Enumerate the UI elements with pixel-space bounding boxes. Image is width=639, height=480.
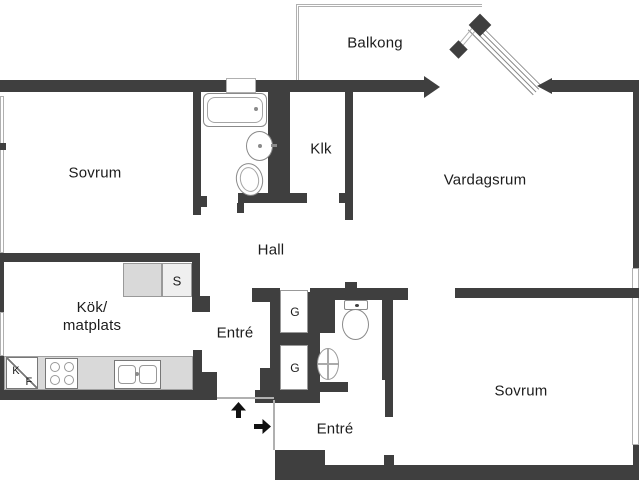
wall-wc-right	[382, 288, 393, 380]
bathtub-drain	[254, 107, 258, 111]
window-bathroom	[226, 78, 256, 93]
room-label-bedroom-bottom: Sovrum	[494, 382, 548, 400]
door-jamb-bath	[237, 203, 244, 213]
bathtub	[203, 93, 267, 127]
wall-wc-bottom	[312, 382, 348, 392]
wall-top-right	[551, 80, 639, 92]
wall-entry-step2	[193, 372, 217, 400]
kitchen-cabinet	[123, 263, 162, 297]
wall-klk-right	[345, 92, 353, 220]
wall-wc-corner-block	[320, 292, 335, 333]
wall-bath-column	[268, 82, 290, 203]
window-left-lower	[0, 312, 4, 356]
door-jamb-bedroom1	[201, 196, 207, 207]
entry-arrow-up-icon	[231, 402, 246, 418]
door-jamb-wc-right	[385, 380, 393, 417]
wall-wardrobe-left	[270, 292, 280, 403]
room-label-entry-inner: Entré	[216, 324, 254, 342]
wall-kitchen-top	[0, 253, 200, 262]
kitchen-sink	[114, 360, 161, 389]
wall-bedroom1-right	[193, 92, 201, 215]
stove	[45, 358, 78, 389]
room-label-kitchen-line1: Kök/	[76, 299, 108, 316]
bathroom-toilet-seat	[237, 165, 262, 194]
stove-burner	[50, 375, 60, 385]
wall-kitchen-bottom	[0, 390, 217, 400]
stove-burner	[50, 362, 60, 372]
room-label-bedroom-top: Sovrum	[68, 164, 122, 182]
wall-bottom-step	[275, 450, 325, 466]
wall-wc-left	[308, 292, 320, 392]
bathroom-sink-drain	[258, 144, 262, 148]
entry-door-line	[273, 400, 275, 450]
wall-top-left	[0, 80, 424, 92]
room-label-entry-outer: Entré	[316, 420, 354, 438]
wall-right-upper	[633, 92, 639, 268]
pantry-cabinet	[162, 263, 192, 297]
window-left-tick	[0, 143, 6, 150]
entry-threshold-line	[217, 397, 274, 399]
wall-shaft-bump	[345, 282, 357, 288]
stove-burner	[64, 375, 74, 385]
bathroom-sink-tap	[271, 144, 277, 147]
sink-basin	[139, 365, 157, 384]
wall-left-mid	[0, 253, 4, 312]
wall-wardrobe-separator	[280, 333, 310, 345]
room-label-kitchen-line2: matplats	[62, 317, 122, 334]
room-label-closet: Klk	[310, 140, 332, 158]
label-wardrobe-2: G	[290, 361, 300, 375]
room-label-hall: Hall	[257, 241, 285, 259]
wall-kitchen-right-foot	[192, 296, 210, 312]
label-pantry: S	[172, 273, 182, 289]
stove-burner	[64, 362, 74, 372]
door-jamb-klk	[339, 193, 345, 203]
sink-basin	[118, 365, 136, 384]
label-wardrobe-1: G	[290, 305, 300, 319]
sink-tap	[135, 372, 139, 376]
wall-wardrobe-bottom	[280, 390, 320, 403]
wc-sink	[317, 348, 339, 380]
room-label-kitchen: Kök/ matplats	[63, 299, 121, 335]
wardrobe-1	[280, 290, 308, 333]
wall-bottom	[275, 465, 639, 480]
wall-wardrobe-left-step	[260, 368, 270, 403]
room-label-balcony: Balkong	[347, 34, 403, 52]
wall-right-lower	[633, 445, 639, 480]
bathroom-sink	[246, 131, 273, 161]
wardrobe-2	[280, 345, 308, 390]
balcony-outline	[296, 4, 482, 82]
wall-livingroom-bedroom-divider	[455, 288, 639, 298]
label-freezer: F	[25, 376, 33, 388]
wc-toilet-button	[355, 304, 359, 307]
wall-bath-south	[238, 193, 307, 203]
wall-left-bottom	[0, 356, 4, 400]
entry-arrow-right-icon	[254, 419, 271, 434]
wall-kitchen-right	[192, 253, 200, 312]
wc-toilet-bowl	[342, 309, 369, 340]
wall-wardrobe-left-foot	[255, 390, 280, 403]
wall-bottom-jamb	[384, 455, 394, 466]
wall-entry-step1	[193, 350, 202, 374]
wall-opening-point	[537, 78, 552, 94]
fridge-freezer	[6, 357, 38, 389]
label-fridge: K	[12, 365, 20, 377]
window-left-upper	[0, 96, 4, 253]
bathtub-inner	[207, 97, 263, 123]
room-label-living-room: Vardagsrum	[443, 171, 527, 189]
fridge-freezer-diagonal	[7, 358, 37, 388]
